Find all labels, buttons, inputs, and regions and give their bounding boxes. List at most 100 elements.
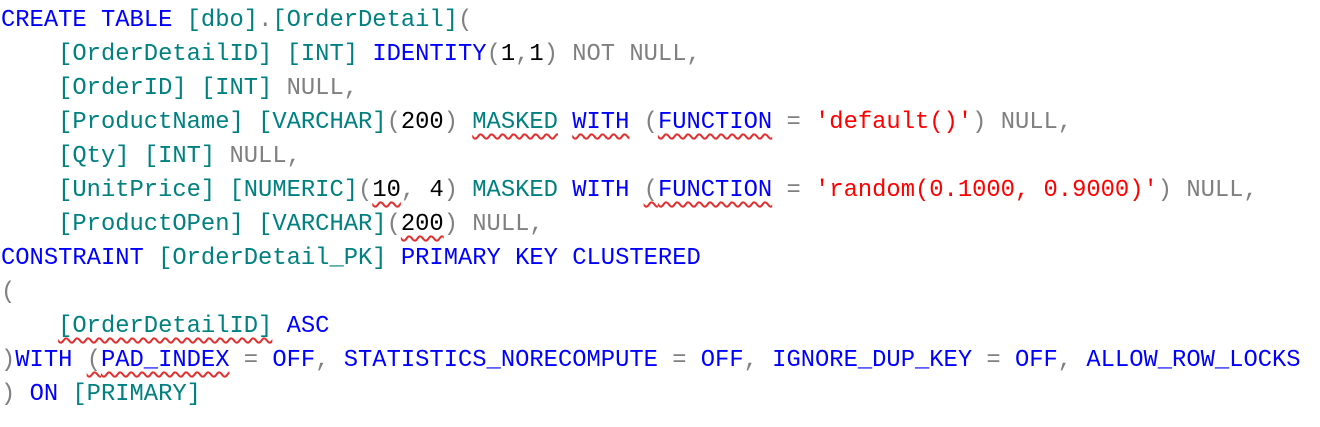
whitespace bbox=[801, 109, 815, 136]
sql-operator: NULL bbox=[629, 41, 687, 68]
sql-number: 4 bbox=[429, 177, 444, 204]
sql-keyword: IDENTITY bbox=[372, 41, 487, 68]
sql-operator: = bbox=[786, 109, 801, 136]
whitespace bbox=[629, 109, 643, 136]
sql-keyword: TABLE bbox=[100, 7, 173, 34]
whitespace bbox=[244, 211, 258, 238]
whitespace bbox=[258, 347, 272, 374]
sql-identifier-with-error-squiggle: MASKED bbox=[472, 109, 558, 136]
whitespace bbox=[458, 211, 472, 238]
sql-keyword: STATISTICS_NORECOMPUTE bbox=[343, 347, 658, 374]
whitespace bbox=[230, 347, 244, 374]
whitespace bbox=[558, 177, 572, 204]
whitespace bbox=[130, 143, 144, 170]
sql-identifier-with-error-squiggle: [OrderDetailID] bbox=[58, 313, 273, 340]
sql-operator: NULL bbox=[1186, 177, 1244, 204]
code-line-3[interactable]: [OrderID] [INT] NULL, bbox=[1, 72, 1301, 106]
whitespace bbox=[272, 313, 286, 340]
code-line-11[interactable]: )WITH (PAD_INDEX = OFF, STATISTICS_NOREC… bbox=[1, 344, 1301, 378]
whitespace bbox=[1, 75, 58, 102]
whitespace bbox=[415, 177, 429, 204]
whitespace bbox=[615, 41, 629, 68]
code-line-10[interactable]: [OrderDetailID] ASC bbox=[1, 310, 1301, 344]
sql-identifier: [dbo] bbox=[186, 7, 259, 34]
sql-keyword: ON bbox=[29, 381, 59, 408]
sql-string-literal: 'random(0.1000, 0.9000)' bbox=[815, 177, 1158, 204]
whitespace bbox=[1, 177, 58, 204]
whitespace bbox=[87, 7, 101, 34]
sql-number-with-error-squiggle: 200 bbox=[400, 211, 444, 238]
sql-identifier: [OrderDetail_PK] bbox=[158, 245, 387, 272]
whitespace bbox=[458, 109, 472, 136]
whitespace bbox=[187, 75, 201, 102]
whitespace bbox=[629, 177, 643, 204]
whitespace bbox=[1, 109, 58, 136]
sql-operator: = bbox=[786, 177, 801, 204]
code-line-1[interactable]: CREATE TABLE [dbo].[OrderDetail]( bbox=[1, 4, 1301, 38]
sql-keyword: CLUSTERED bbox=[572, 245, 701, 272]
whitespace bbox=[144, 245, 158, 272]
sql-keyword: PRIMARY bbox=[400, 245, 501, 272]
sql-string-literal: 'default()' bbox=[815, 109, 973, 136]
sql-keyword: WITH bbox=[572, 177, 630, 204]
sql-operator: = bbox=[986, 347, 1001, 374]
sql-keyword: IGNORE_DUP_KEY bbox=[772, 347, 973, 374]
whitespace bbox=[1072, 347, 1086, 374]
sql-identifier: [OrderDetail] bbox=[272, 7, 458, 34]
sql-operator: ) bbox=[1, 347, 16, 374]
whitespace bbox=[15, 381, 29, 408]
sql-operator: = bbox=[672, 347, 687, 374]
whitespace bbox=[358, 41, 372, 68]
sql-identifier: [INT] bbox=[200, 75, 273, 102]
sql-identifier: [ProductOPen] bbox=[58, 211, 244, 238]
sql-operator: ) bbox=[1157, 177, 1173, 204]
sql-operator-with-error-squiggle: ( bbox=[86, 347, 101, 374]
code-line-2[interactable]: [OrderDetailID] [INT] IDENTITY(1,1) NOT … bbox=[1, 38, 1301, 72]
sql-operator: ) bbox=[443, 211, 458, 238]
whitespace bbox=[558, 109, 572, 136]
sql-operator: , bbox=[515, 41, 530, 68]
whitespace bbox=[772, 109, 786, 136]
sql-keyword: ASC bbox=[286, 313, 330, 340]
sql-keyword-with-error-squiggle: FUNCTION bbox=[657, 109, 773, 136]
whitespace bbox=[1, 211, 58, 238]
sql-identifier: [VARCHAR] bbox=[258, 211, 387, 238]
code-line-9[interactable]: ( bbox=[1, 276, 1301, 310]
sql-operator: . bbox=[258, 7, 273, 34]
sql-operator: NULL bbox=[286, 75, 344, 102]
sql-operator: , bbox=[1057, 347, 1073, 374]
sql-identifier: [Qty] bbox=[58, 143, 130, 170]
sql-operator: NULL bbox=[229, 143, 287, 170]
whitespace bbox=[501, 245, 515, 272]
whitespace bbox=[772, 177, 786, 204]
sql-operator: , bbox=[343, 75, 359, 102]
sql-keyword: ALLOW_ROW_LOCKS bbox=[1086, 347, 1301, 374]
whitespace bbox=[558, 245, 572, 272]
sql-operator: NULL bbox=[472, 211, 530, 238]
sql-code-editor[interactable]: CREATE TABLE [dbo].[OrderDetail]( [Order… bbox=[1, 4, 1301, 412]
sql-operator: ( bbox=[643, 109, 658, 136]
code-line-7[interactable]: [ProductOPen] [VARCHAR](200) NULL, bbox=[1, 208, 1301, 242]
whitespace bbox=[172, 7, 186, 34]
code-line-6[interactable]: [UnitPrice] [NUMERIC](10, 4) MASKED WITH… bbox=[1, 174, 1301, 208]
sql-keyword: OFF bbox=[700, 347, 744, 374]
sql-operator: ) bbox=[443, 177, 458, 204]
sql-operator: = bbox=[243, 347, 259, 374]
sql-identifier: [OrderID] bbox=[58, 75, 187, 102]
whitespace bbox=[558, 41, 572, 68]
code-line-12[interactable]: ) ON [PRIMARY] bbox=[1, 378, 1301, 412]
sql-number: 1 bbox=[500, 41, 516, 68]
whitespace bbox=[329, 347, 343, 374]
whitespace bbox=[387, 245, 401, 272]
code-line-8[interactable]: CONSTRAINT [OrderDetail_PK] PRIMARY KEY … bbox=[1, 242, 1301, 276]
code-line-5[interactable]: [Qty] [INT] NULL, bbox=[1, 140, 1301, 174]
code-line-4[interactable]: [ProductName] [VARCHAR](200) MASKED WITH… bbox=[1, 106, 1301, 140]
whitespace bbox=[758, 347, 772, 374]
sql-number: 200 bbox=[400, 109, 444, 136]
sql-identifier: [INT] bbox=[143, 143, 216, 170]
sql-keyword-with-error-squiggle: WITH bbox=[572, 109, 630, 136]
sql-identifier: [UnitPrice] bbox=[58, 177, 216, 204]
sql-operator-with-error-squiggle: ( bbox=[643, 177, 658, 204]
whitespace bbox=[1172, 177, 1186, 204]
sql-operator: , bbox=[686, 41, 701, 68]
